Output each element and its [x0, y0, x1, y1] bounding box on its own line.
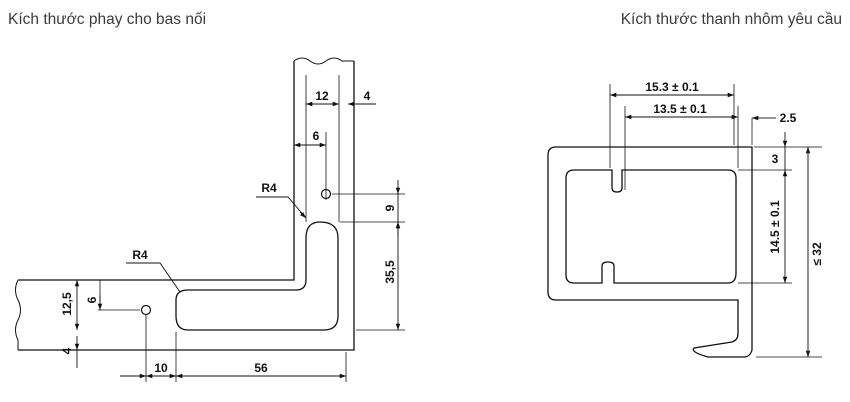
dim-2-5: 2.5: [780, 111, 797, 125]
milled-slot: [175, 221, 339, 331]
drill-hole-lower: [140, 304, 152, 316]
dim-9: 9: [383, 204, 397, 211]
milling-drawing: 12 4 6 R4 R4 9 35,5 6 12,5 4 10 56: [15, 57, 405, 382]
dim-4-bottom: 4: [60, 347, 74, 354]
radius-lower: R4: [132, 248, 148, 262]
dim-6-top: 6: [313, 129, 320, 143]
dim-12: 12: [315, 89, 329, 103]
dim-15-3: 15.3 ± 0.1: [645, 80, 699, 94]
dim-4-top: 4: [364, 89, 371, 103]
dim-10: 10: [154, 361, 168, 375]
left-drawing-title: Kích thước phay cho bas nối: [8, 11, 207, 28]
dim-56: 56: [254, 361, 268, 375]
aluminium-profile-drawing: 15.3 ± 0.1 13.5 ± 0.1 2.5 3 14.5 ± 0.1 ≤…: [547, 80, 824, 358]
l-profile-outline: [15, 57, 355, 351]
dim-32-max: ≤ 32: [810, 242, 824, 266]
dim-13-5: 13.5 ± 0.1: [653, 102, 707, 116]
right-drawing-title: Kích thước thanh nhôm yêu cầu: [620, 11, 842, 28]
profile-outer-outline: [547, 146, 753, 358]
radius-upper: R4: [261, 181, 277, 195]
dim-12-5: 12,5: [60, 292, 74, 316]
dim-6-left: 6: [85, 296, 99, 303]
dim-35-5: 35,5: [383, 260, 397, 284]
dim-14-5: 14.5 ± 0.1: [768, 200, 782, 254]
profile-inner-chamber: [565, 169, 737, 284]
dim-3: 3: [772, 152, 779, 166]
